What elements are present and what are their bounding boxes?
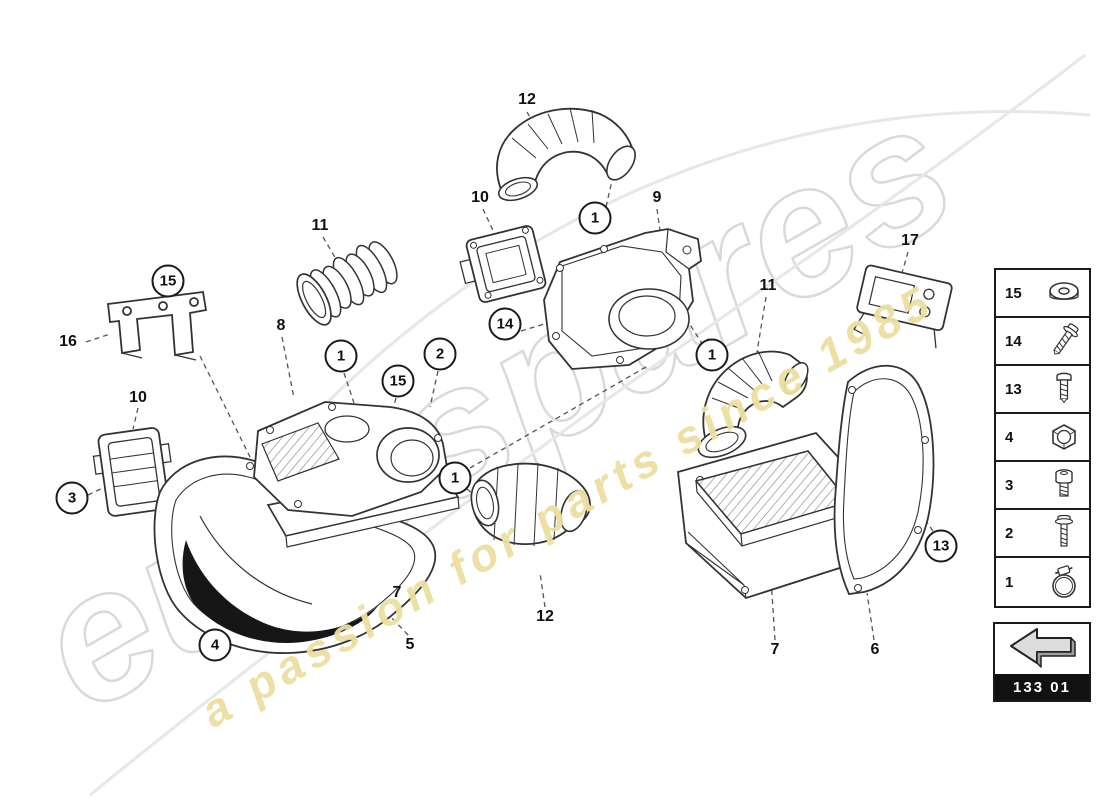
pan-head-screw-icon (1043, 369, 1085, 409)
part-housing-cover-6 (833, 364, 935, 595)
part-connector-11-left (296, 241, 398, 326)
page-code-box: 133 01 (993, 622, 1091, 702)
legend-item-14: 14 (996, 318, 1089, 366)
page-code-label: 133 01 (995, 674, 1089, 700)
part-housing-cover-9 (543, 228, 702, 370)
socket-bolt-icon (1043, 465, 1085, 505)
back-arrow-icon (995, 624, 1089, 674)
legend-item-3: 3 (996, 462, 1089, 510)
legend-item-number: 2 (1005, 524, 1014, 542)
part-bracket-left-16 (107, 290, 208, 361)
long-screw-icon (1043, 321, 1085, 361)
part-sensor-10-top (459, 225, 547, 303)
fastener-legend: 15 14 13 4 3 2 1 (994, 268, 1091, 608)
part-bracket-17 (853, 264, 953, 349)
legend-item-number: 1 (1005, 573, 1014, 591)
washer-icon (1043, 273, 1085, 313)
legend-item-number: 3 (1005, 476, 1014, 494)
part-module-10-left (92, 427, 172, 517)
legend-item-number: 15 (1005, 284, 1022, 302)
legend-item-4: 4 (996, 414, 1089, 462)
part-hose-12-mid (470, 462, 591, 547)
legend-item-13: 13 (996, 366, 1089, 414)
part-housing-8 (253, 401, 448, 517)
legend-item-1: 1 (996, 558, 1089, 606)
legend-item-2: 2 (996, 510, 1089, 558)
fastener-legend-items: 15 14 13 4 3 2 1 (996, 270, 1089, 606)
legend-item-number: 13 (1005, 380, 1022, 398)
flange-screw-icon (1043, 513, 1085, 553)
legend-item-number: 4 (1005, 428, 1014, 446)
hose-clamp-icon (1043, 562, 1085, 602)
part-hose-12-top (496, 107, 636, 202)
hex-nut-icon (1043, 417, 1085, 457)
legend-item-number: 14 (1005, 332, 1022, 350)
legend-item-15: 15 (996, 270, 1089, 318)
part-hose-11-right (697, 350, 809, 459)
